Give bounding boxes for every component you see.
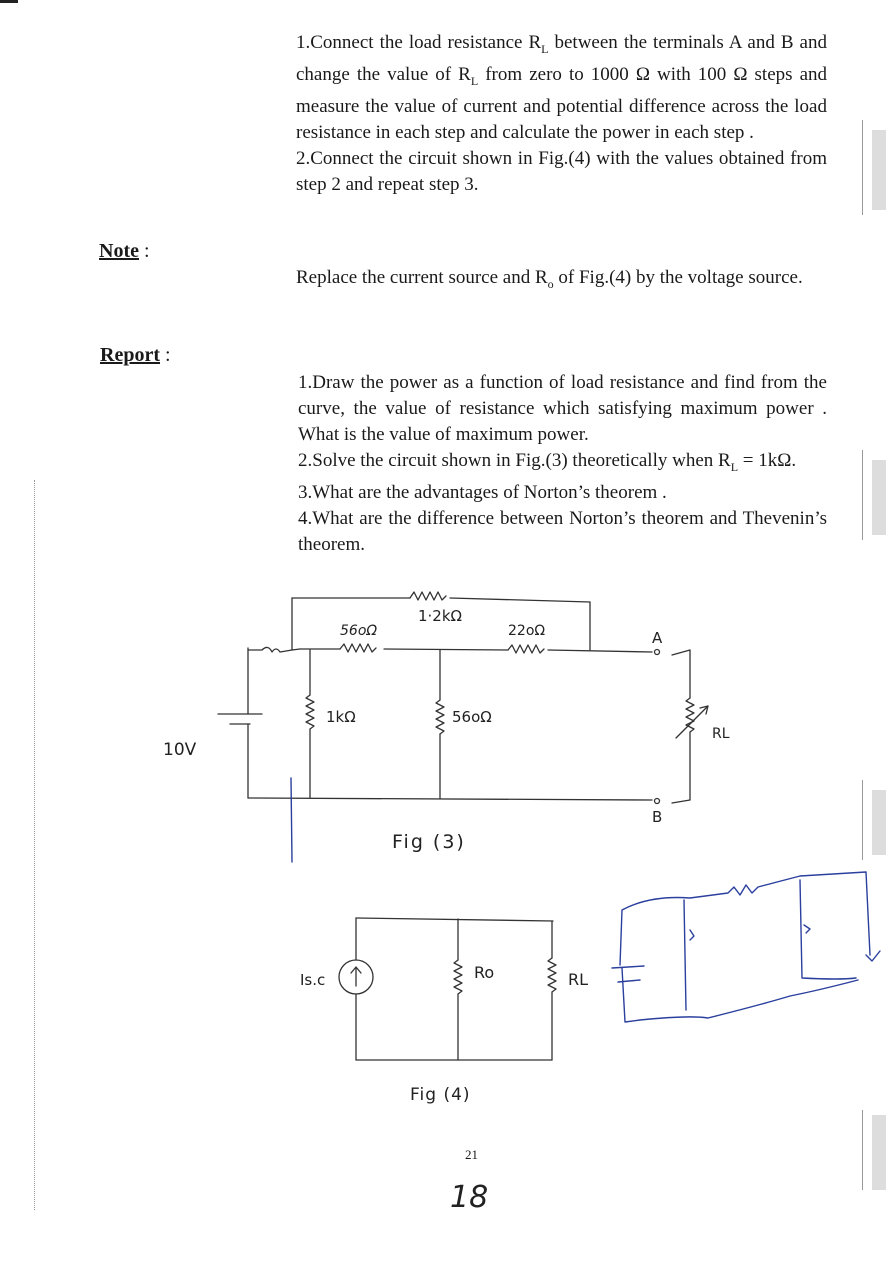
fig4-circuit: [338, 917, 557, 1061]
pen-sketch: [290, 777, 881, 1023]
report-questions: 1.Draw the power as a function of load r…: [298, 370, 827, 558]
report-q3: 3.What are the advantages of Norton’s th…: [298, 481, 667, 503]
fig3-r-left-series-label: 56oΩ: [340, 623, 377, 639]
scan-speck: [872, 130, 886, 210]
scan-speck: [872, 790, 886, 855]
report-heading: Report :: [100, 344, 171, 366]
step-1: 1.Connect the load resistance RL between…: [296, 32, 828, 143]
fig3-r-shunt2-label: 56oΩ: [452, 708, 492, 726]
fig3-terminal-a: A: [652, 629, 663, 647]
scan-edge-left: [34, 480, 35, 1210]
scan-speck: [872, 1115, 886, 1190]
scan-edge-right-1: [862, 120, 863, 215]
handwritten-page-number: 18: [450, 1180, 489, 1215]
step-2: 2.Connect the circuit shown in Fig.(4) w…: [296, 147, 827, 195]
fig4-source-label: Is.c: [300, 971, 325, 989]
fig4-caption: Fig (4): [410, 1085, 471, 1105]
fig3-r-shunt1-label: 1kΩ: [326, 708, 356, 726]
fig3-load-label: RL: [712, 726, 730, 742]
scan-edge-right-2: [862, 450, 863, 540]
page-number: 21: [465, 1147, 478, 1162]
fig3-caption: Fig (3): [392, 831, 466, 853]
fig3-r-top-label: 1·2kΩ: [418, 607, 462, 625]
scan-edge-right-3: [862, 780, 863, 860]
fig3-terminal-b: B: [652, 808, 662, 826]
report-q1: 1.Draw the power as a function of load r…: [298, 372, 827, 445]
fig4-rl-label: RL: [568, 970, 588, 989]
report-q4: 4.What are the difference between Norton…: [298, 507, 827, 555]
procedure-steps: 1.Connect the load resistance RL between…: [296, 30, 827, 198]
fig4-ro-label: Ro: [474, 963, 494, 982]
fig3-r-right-series-label: 22oΩ: [508, 623, 545, 639]
report-q2: 2.Solve the circuit shown in Fig.(3) the…: [298, 450, 797, 474]
note-heading: Note :: [99, 240, 150, 262]
scan-speck: [872, 460, 886, 535]
scan-mark: [0, 0, 18, 3]
fig3-circuit: [217, 591, 709, 805]
note-text: Replace the current source and Ro of Fig…: [296, 267, 803, 291]
scan-edge-right-4: [862, 1110, 863, 1190]
fig3-source-label: 10V: [163, 740, 197, 760]
